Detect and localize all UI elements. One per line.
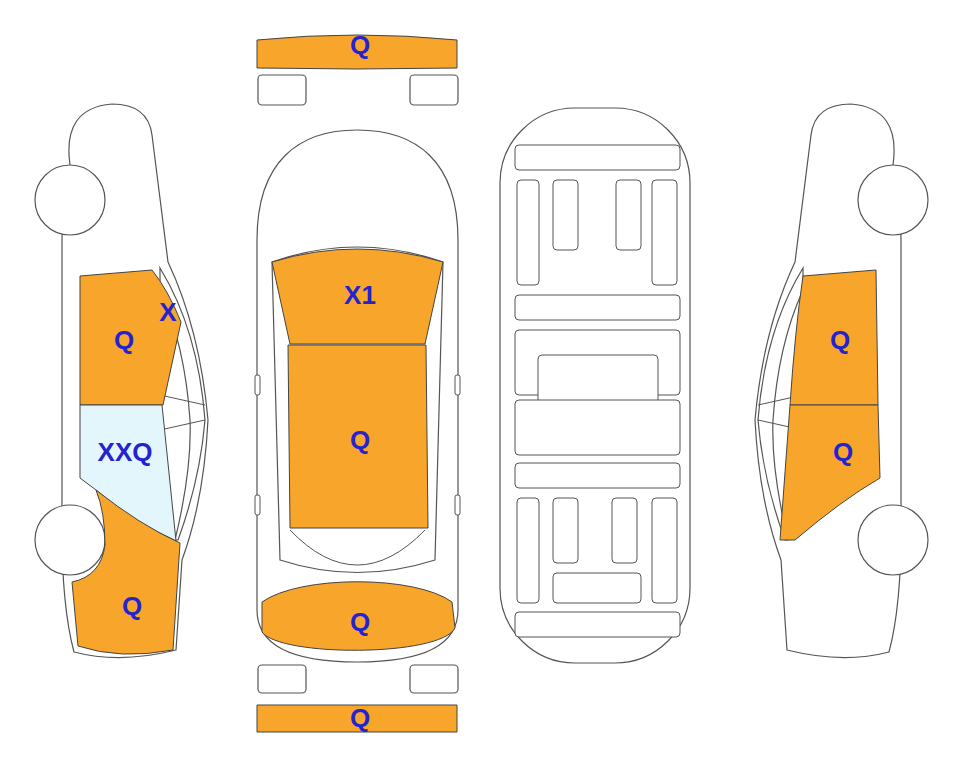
underside-part [515, 612, 680, 637]
panel-fill [72, 490, 180, 654]
underside-body [500, 108, 690, 663]
panel-fill [780, 405, 880, 540]
damage-code: Q [350, 427, 370, 453]
underside-part [612, 498, 637, 563]
right-rear-door-panel: Q [778, 403, 882, 543]
underside-part [515, 295, 680, 320]
panel-shape [70, 488, 182, 653]
lamp-outline [258, 665, 306, 693]
door-handle [255, 495, 260, 515]
panel-fill [288, 345, 428, 528]
rear-window-line [290, 530, 425, 565]
trunk-panel: Q [260, 575, 457, 660]
mirror-line [160, 395, 205, 430]
underside-part [517, 498, 539, 603]
front-bumper-panel: Q [255, 28, 460, 72]
lamp-outline [258, 75, 306, 105]
left-front-door-panel: XQ [78, 268, 182, 408]
panel-fill [262, 582, 455, 651]
underside-part [652, 498, 677, 603]
damage-code: XXQ [98, 439, 153, 465]
panel-fill [272, 249, 443, 344]
wheel [35, 505, 105, 575]
left-side-view [35, 104, 208, 658]
wheel [858, 505, 928, 575]
panel-fill [80, 270, 181, 405]
lamp-outline [410, 665, 458, 693]
top-view-body [257, 130, 458, 662]
door-handle [455, 495, 460, 515]
damage-code: Q [350, 32, 370, 58]
underside-view [500, 108, 690, 663]
underside-part [515, 400, 680, 455]
right-front-door-panel: Q [788, 268, 880, 408]
wheel [35, 165, 105, 235]
damage-code: Q [122, 593, 142, 619]
top-view-cabin [272, 247, 443, 573]
underside-part [553, 498, 578, 563]
underside-part [517, 180, 539, 285]
damage-code: Q [114, 327, 134, 353]
underside-part [652, 180, 677, 285]
damage-code: X1 [344, 282, 376, 308]
right-side-view [755, 104, 928, 658]
underside-part [553, 573, 641, 603]
door-handle [255, 375, 260, 395]
underside-part [515, 463, 680, 488]
left-rear-quarter-panel: Q [70, 488, 182, 653]
underside-part [515, 145, 680, 170]
damage-code: Q [350, 705, 370, 731]
roof-panel: Q [285, 343, 430, 533]
underside-part [616, 180, 641, 250]
damage-code: Q [350, 609, 370, 635]
lamp-outline [410, 75, 458, 105]
underside-part [553, 180, 578, 250]
hood-panel: X1 [270, 236, 445, 346]
panel-shape [778, 403, 882, 543]
rear-bumper-panel: Q [255, 702, 460, 734]
damage-code: Q [830, 327, 850, 353]
panel-fill [790, 270, 878, 405]
damage-code: X [159, 299, 176, 325]
panel-fill [257, 705, 457, 732]
door-handle [455, 375, 460, 395]
damage-code: Q [833, 439, 853, 465]
wheel [858, 165, 928, 235]
